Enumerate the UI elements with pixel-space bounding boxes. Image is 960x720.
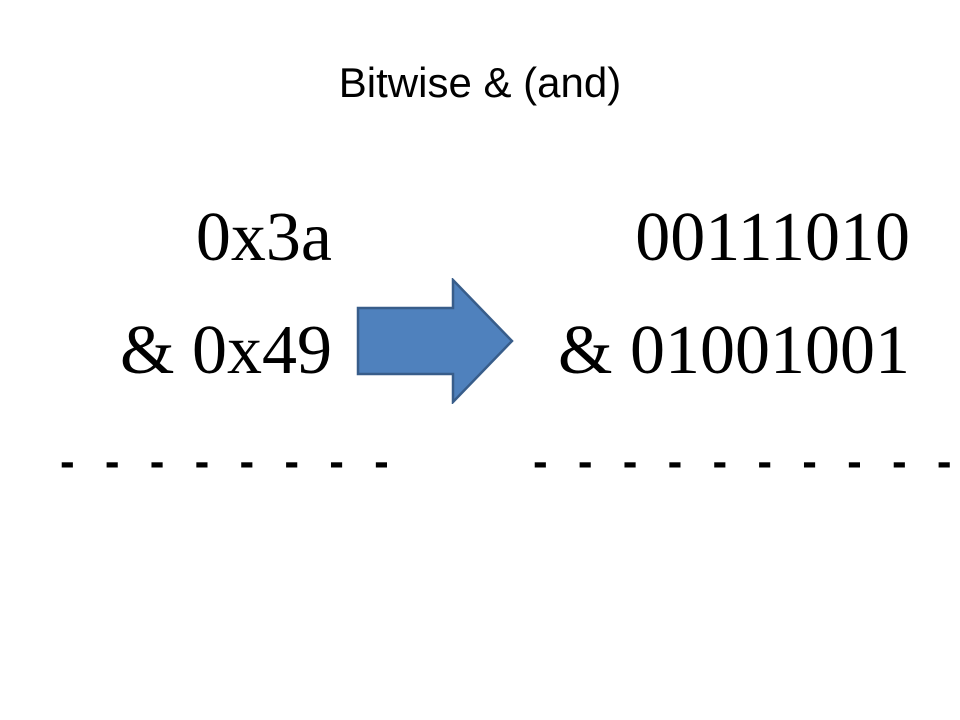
- left-operand-2: & 0x49: [120, 312, 332, 389]
- right-arrow-icon: [355, 276, 515, 406]
- right-operand-2: & 01001001: [558, 312, 910, 389]
- right-separator: - - - - - - - - - - -: [533, 437, 960, 486]
- slide-title: Bitwise & (and): [338, 59, 622, 106]
- right-operand-1: 00111010: [635, 199, 910, 276]
- left-separator: - - - - - - - -: [60, 437, 398, 486]
- arrow-shape: [356, 276, 514, 406]
- left-operand-1: 0x3a: [195, 199, 332, 276]
